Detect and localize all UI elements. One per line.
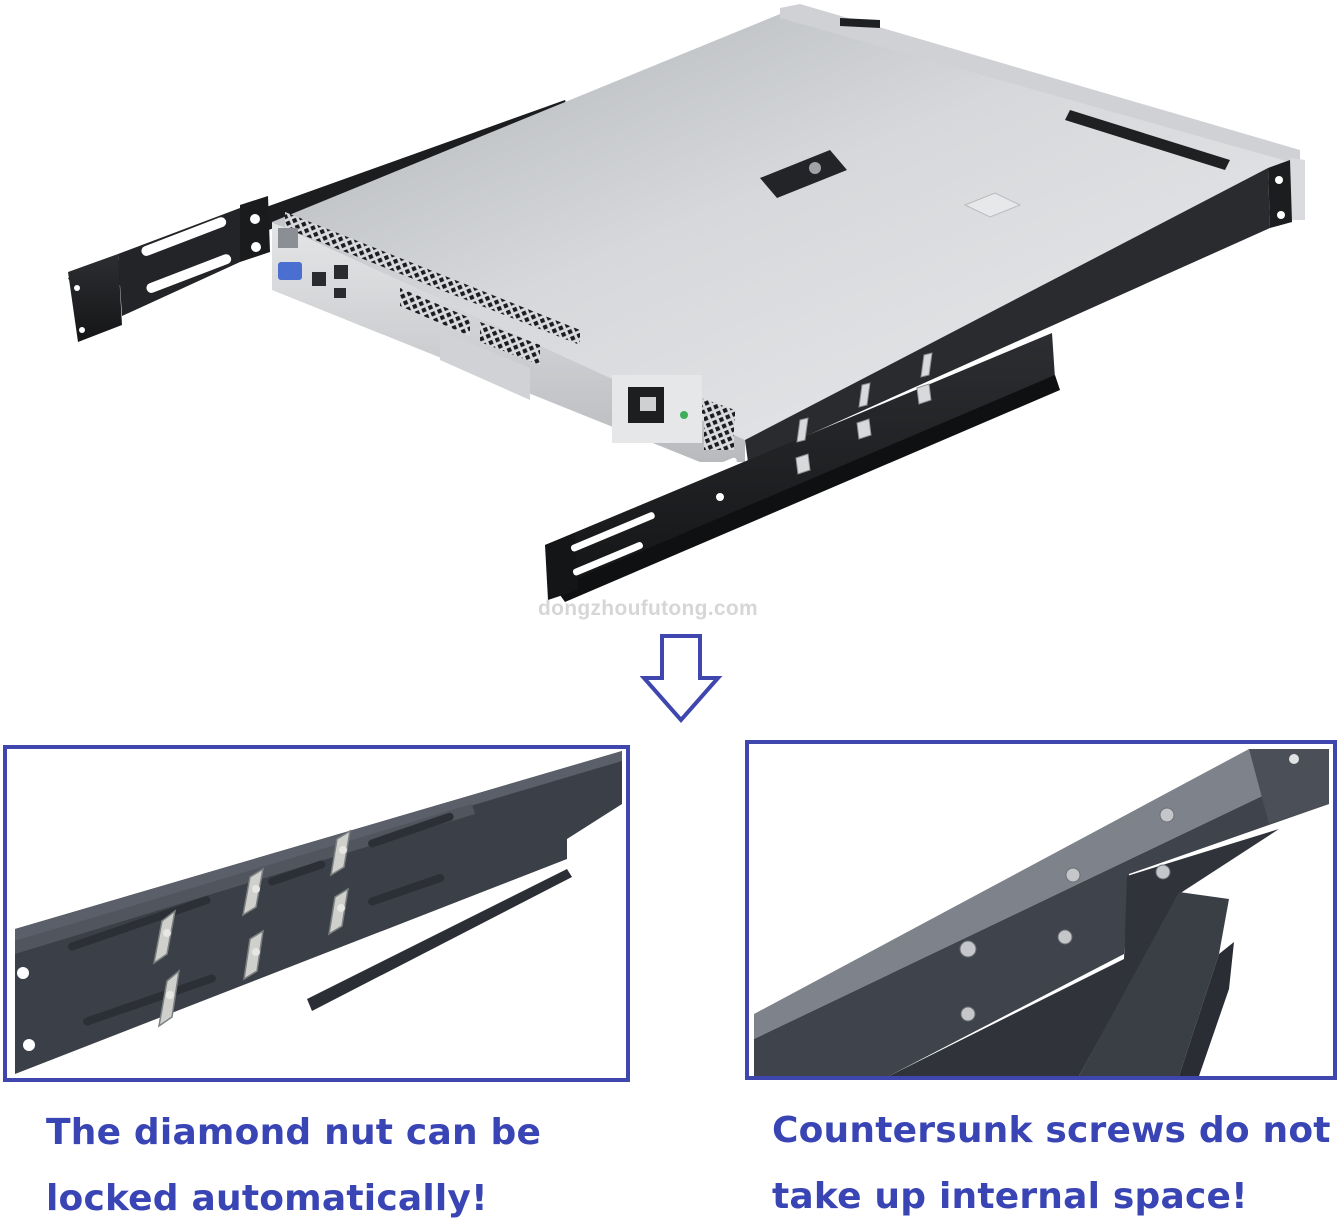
ethernet-port-1: [312, 272, 326, 286]
ethernet-port-2: [334, 265, 348, 279]
caption-line: take up internal space!: [772, 1176, 1248, 1217]
caption-diamond-nut: The diamond nut can be locked automatica…: [46, 1100, 686, 1232]
caption-line: The diamond nut can be: [46, 1112, 542, 1153]
right-rack-rail: [545, 333, 1060, 602]
closeup-panel-countersunk-screws: [745, 740, 1337, 1080]
vga-port: [278, 262, 302, 280]
chassis-lid: [272, 12, 1300, 440]
rail-hole: [23, 1039, 35, 1051]
usb-port: [334, 288, 346, 298]
watermark-text: dongzhoufutong.com: [538, 597, 759, 620]
left-rack-rail: [68, 100, 570, 342]
countersunk-screws: [959, 807, 1175, 1022]
server-rack-rail-photo: [68, 4, 1305, 602]
caption-countersunk-screws: Countersunk screws do not take up intern…: [772, 1098, 1339, 1230]
down-arrow-icon: [639, 632, 724, 724]
caption-line: locked automatically!: [46, 1178, 488, 1219]
rail-hole: [17, 967, 29, 979]
closeup-panel-diamond-nuts: [3, 745, 630, 1082]
caption-line: Countersunk screws do not: [772, 1110, 1331, 1151]
